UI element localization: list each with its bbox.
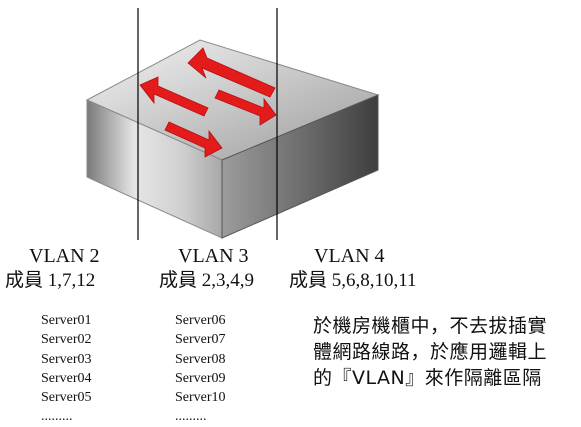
list-item: Server07 <box>175 332 226 348</box>
note-line: 體網路線路，於應用邏輯上 <box>313 341 548 363</box>
explanation-note: 於機房機櫃中，不去拔插實 體網路線路，於應用邏輯上 的『VLAN』來作隔離區隔 <box>313 313 575 391</box>
arrow-icon <box>187 47 276 98</box>
network-switch-diagram <box>85 8 380 240</box>
switch-side-face <box>221 94 379 239</box>
note-line: 於機房機櫃中，不去拔插實 <box>313 315 548 337</box>
vlan-3-server-list: Server06 Server07 Server08 Server09 Serv… <box>175 311 226 427</box>
list-item: Server10 <box>175 390 226 406</box>
list-item: Server05 <box>41 390 92 406</box>
vlan-4-title: VLAN 4 <box>314 245 385 267</box>
list-item: Server02 <box>41 332 92 348</box>
arrow-icon <box>139 76 209 117</box>
arrow-icon <box>214 89 277 126</box>
vlan-2-title: VLAN 2 <box>29 245 100 267</box>
list-item: Server09 <box>175 370 226 386</box>
list-item: Server03 <box>41 351 92 367</box>
vlan-2-server-list: Server01 Server02 Server03 Server04 Serv… <box>41 311 92 427</box>
vlan-3-title: VLAN 3 <box>178 245 249 267</box>
list-item: Server04 <box>41 370 92 386</box>
list-item: ......... <box>175 409 207 425</box>
list-item: Server08 <box>175 351 226 367</box>
note-line: 的『VLAN』來作隔離區隔 <box>313 367 542 389</box>
list-item: Server01 <box>41 313 92 328</box>
list-item: ......... <box>41 409 73 425</box>
vlan-2-members: 成員 1,7,12 <box>5 270 96 291</box>
vlan-3-members: 成員 2,3,4,9 <box>159 270 255 291</box>
arrow-icon <box>164 121 223 158</box>
list-item: Server06 <box>175 313 226 328</box>
vlan-4-members: 成員 5,6,8,10,11 <box>289 270 417 291</box>
